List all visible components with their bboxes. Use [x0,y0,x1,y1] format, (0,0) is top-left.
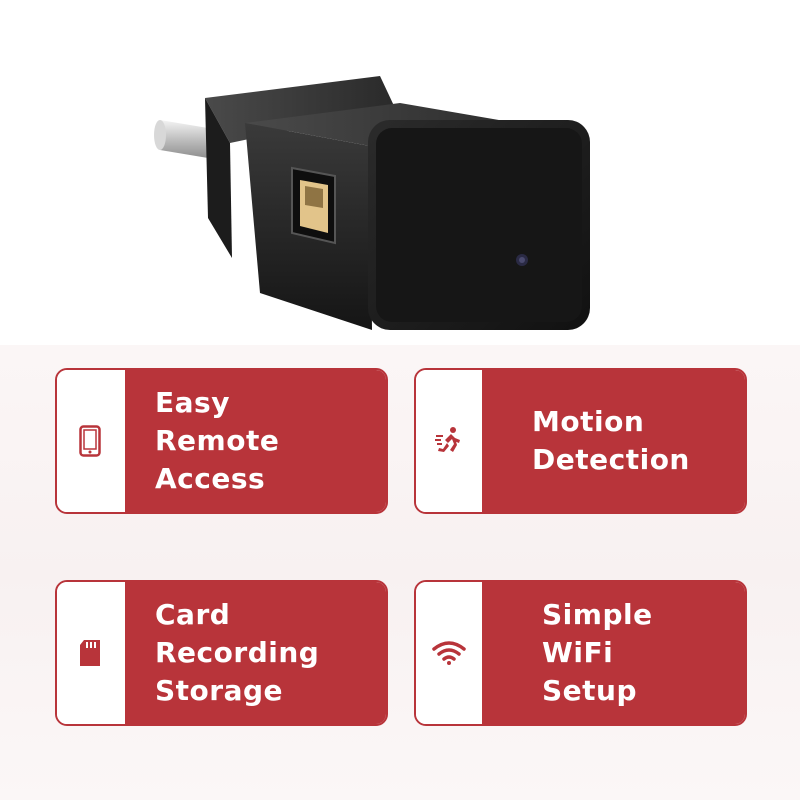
feature-label: Simple WiFi Setup [542,598,653,707]
feature-label: Card Recording Storage [155,598,320,707]
wifi-icon [416,582,482,724]
sd-card-icon [57,582,123,724]
feature-label: Easy Remote Access [155,386,280,495]
feature-card-card-recording: Card Recording Storage [55,580,388,726]
running-person-icon [416,370,482,512]
feature-label-cell: Easy Remote Access [125,370,386,512]
feature-card-motion-detection: Motion Detection [414,368,747,514]
feature-card-wifi-setup: Simple WiFi Setup [414,580,747,726]
feature-label-cell: Card Recording Storage [125,582,386,724]
feature-card-remote-access: Easy Remote Access [55,368,388,514]
product-image [154,76,590,330]
feature-label: Motion Detection [532,405,690,476]
feature-label-cell: Simple WiFi Setup [482,582,745,724]
product-showcase [0,0,800,345]
feature-label-cell: Motion Detection [482,370,745,512]
smartphone-icon [57,370,123,512]
